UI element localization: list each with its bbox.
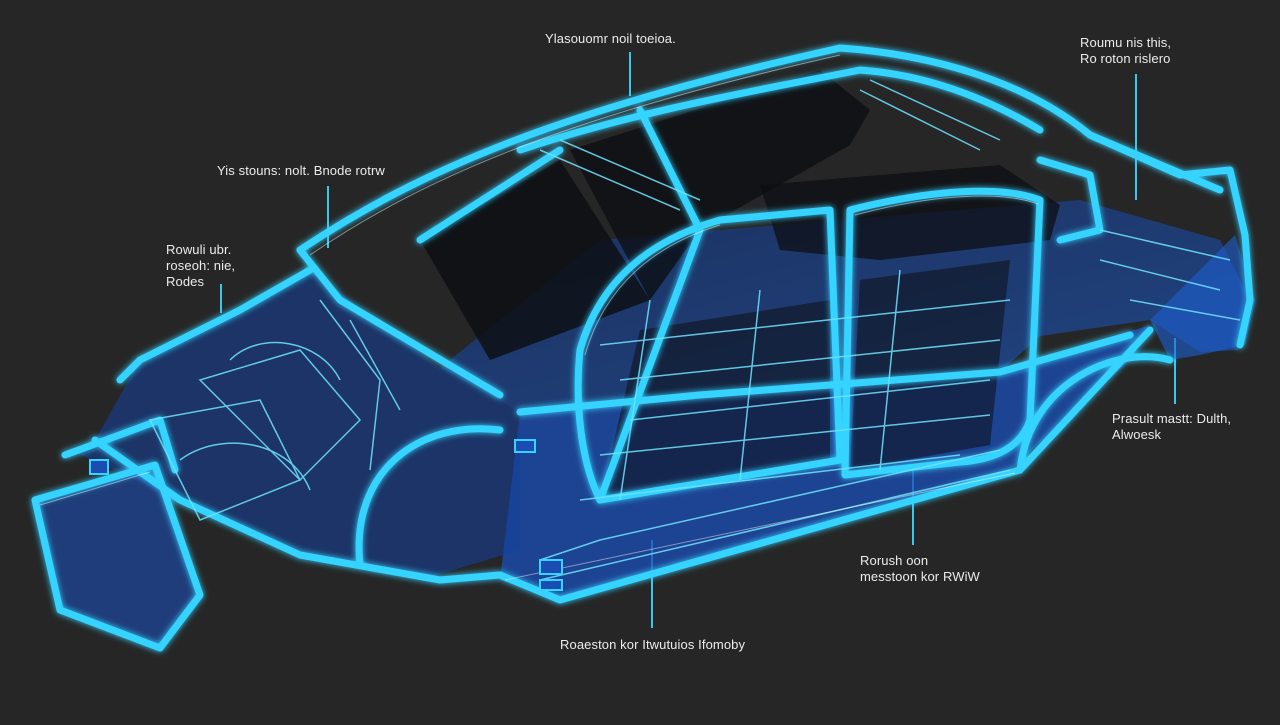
- callout-text: Roaeston kor Itwutuios Ifomoby: [560, 637, 746, 652]
- highlight-lines: [39, 54, 1039, 581]
- callout-text: Ylasouomr noil toeioa.: [545, 31, 676, 46]
- callout-text-line-1: Prasult mastt: Dulth,: [1112, 411, 1232, 426]
- callout-text-line-2: Alwoesk: [1112, 427, 1162, 442]
- callout-label-rear-right: Prasult mastt: Dulth, Alwoesk: [1112, 411, 1231, 443]
- callout-text-line-1: Roumu nis this,: [1080, 35, 1172, 50]
- callout-text-line-1: Rorush oon: [860, 553, 929, 568]
- callout-text: Yis stouns: nolt. Bnode rotrw: [217, 163, 385, 178]
- callout-text-line-3: Rodes: [166, 274, 205, 289]
- callout-label-floor-center: Rorush oon messtoon kor RWiW: [860, 553, 980, 585]
- internal-structure-lines: [148, 79, 1241, 581]
- callout-text-line-2: roseoh: nie,: [166, 258, 236, 273]
- callout-label-bottom-center: Roaeston kor Itwutuios Ifomoby: [560, 637, 745, 653]
- callout-text-line-2: messtoon kor RWiW: [860, 569, 980, 584]
- callout-label-roof-left: Yis stouns: nolt. Bnode rotrw: [217, 163, 385, 179]
- callout-text-line-2: Ro roton rislero: [1080, 51, 1171, 66]
- bracket-details: [89, 439, 563, 591]
- callout-label-front-left: Rowuli ubr. roseoh: nie, Rodes: [166, 242, 235, 290]
- callout-label-top-center: Ylasouomr noil toeioa.: [545, 31, 676, 47]
- callout-text-line-1: Rowuli ubr.: [166, 242, 232, 257]
- callout-label-top-right: Roumu nis this, Ro roton rislero: [1080, 35, 1171, 67]
